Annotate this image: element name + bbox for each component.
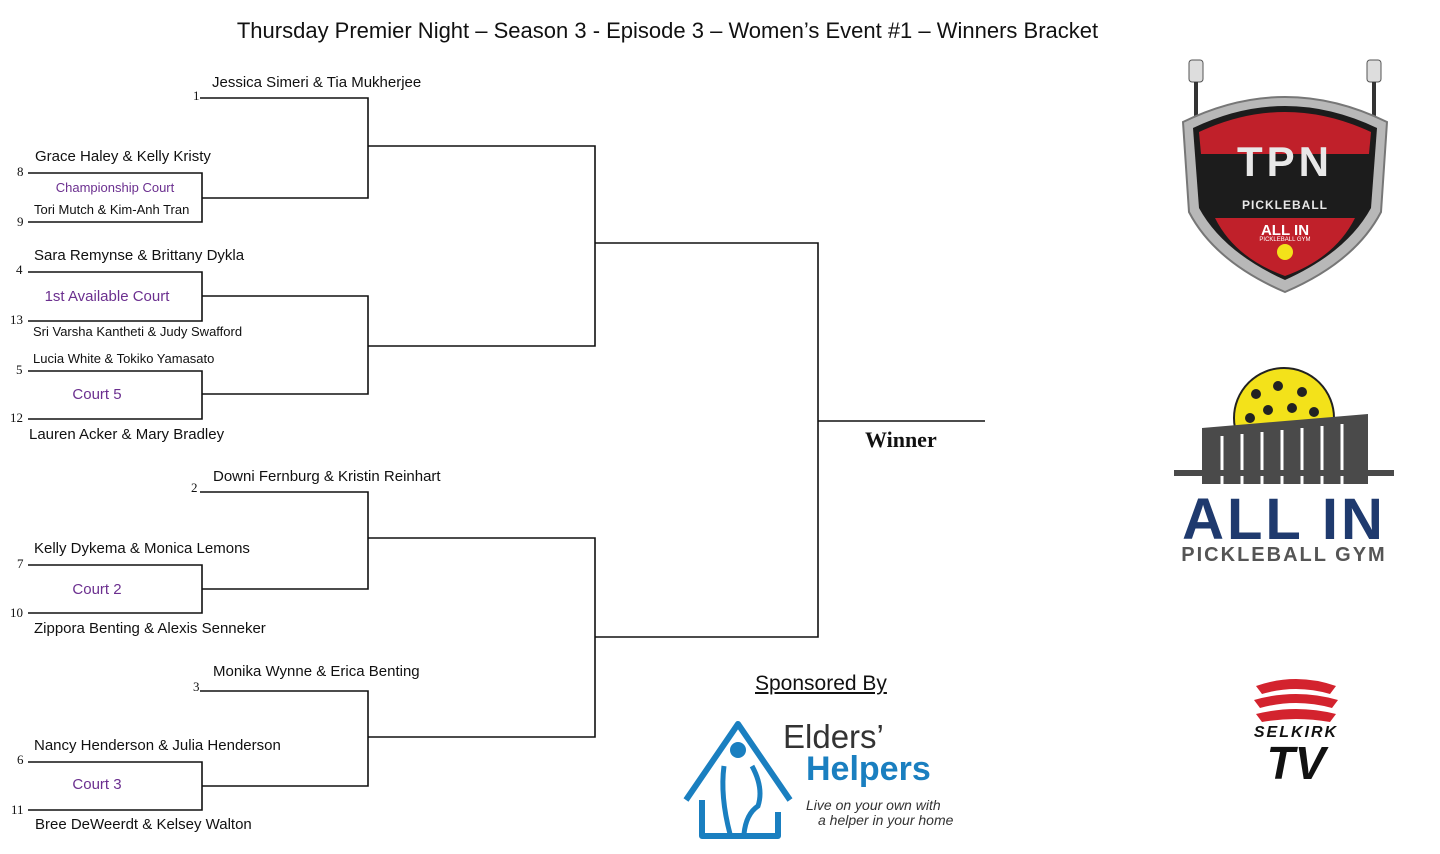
seed-11: 11 [11,802,24,817]
seed-12: 12 [10,410,23,425]
match-line-r2-top [200,97,369,199]
house-person-icon [683,721,793,839]
tpn-shield-icon [1181,59,1389,294]
selkirk-tv-logo: SELKIRK TV [1226,676,1366,789]
team-seed-13: Sri Varsha Kantheti & Judy Swafford [33,324,243,339]
bracket-lines [28,97,985,811]
match-line-sf-top [368,145,596,347]
pickleball-building-icon [1174,367,1394,484]
seed-1: 1 [193,88,200,103]
tpn-pickleball-logo: TPN PICKLEBALL ALL IN PICKLEBALL GYM [1175,52,1395,314]
winner-label: Winner [865,427,937,452]
sponsor-tagline-line1: Live on your own with [806,797,941,813]
bracket-title: Thursday Premier Night – Season 3 - Epis… [236,18,1099,43]
court-label-court-2: Court 2 [72,581,122,598]
seed-5: 5 [16,362,23,377]
seed-8: 8 [17,164,24,179]
seed-9: 9 [17,214,24,229]
match-line-r2-bottom [200,690,369,787]
seed-2: 2 [191,480,198,495]
elders-helpers-logo: Elders’ Helpers Live on your own with a … [680,716,965,840]
match-line-sf-bottom [368,537,596,738]
sponsor-name-line2: Helpers [806,750,931,788]
team-seed-1: Jessica Simeri & Tia Mukherjee [212,74,422,91]
selkirk-s-icon [1254,679,1338,722]
all-in-logo-text: ALL IN [1182,487,1386,552]
team-seed-7: Kelly Dykema & Monica Lemons [34,540,250,557]
court-label-court-5: Court 5 [72,386,122,403]
team-seed-6: Nancy Henderson & Julia Henderson [34,737,281,754]
sponsor-heading: Sponsored By [755,672,887,695]
selkirk-tv-text: TV [1266,737,1326,789]
seed-4: 4 [16,262,23,277]
team-seed-12: Lauren Acker & Mary Bradley [29,426,225,443]
seed-6: 6 [17,752,24,767]
team-seed-3: Monika Wynne & Erica Benting [213,663,420,680]
seed-10: 10 [10,605,23,620]
team-seed-4: Sara Remynse & Brittany Dykla [34,247,245,264]
tpn-logo-sub: PICKLEBALL [1242,198,1328,212]
match-line-r2-mid [202,295,369,395]
all-in-logo-sub: PICKLEBALL GYM [1181,544,1387,566]
selkirk-logo-text: SELKIRK [1253,724,1339,741]
match-line-final [595,242,819,638]
team-seed-11: Bree DeWeerdt & Kelsey Walton [35,816,252,833]
seed-13: 13 [10,312,23,327]
sponsor-name-line1: Elders’ [783,718,884,755]
seed-3: 3 [193,679,200,694]
court-label-court-3: Court 3 [72,776,122,793]
tpn-logo-badge-sub: PICKLEBALL GYM [1259,237,1311,243]
seed-7: 7 [17,556,24,571]
match-line-r2-low [200,491,369,590]
court-label-championship: Championship Court [55,180,175,195]
team-seed-2: Downi Fernburg & Kristin Reinhart [213,468,441,485]
team-seed-5: Lucia White & Tokiko Yamasato [33,351,215,366]
all-in-pickleball-gym-logo: ALL IN PICKLEBALL GYM [1172,364,1396,568]
tpn-logo-badge: ALL IN [1260,222,1310,239]
match-line-5-12 [28,370,203,420]
team-seed-8: Grace Haley & Kelly Kristy [35,148,211,165]
team-seed-10: Zippora Benting & Alexis Senneker [34,620,266,637]
tpn-logo-text: TPN [1237,138,1333,185]
team-seed-9: Tori Mutch & Kim-Anh Tran [34,202,190,217]
court-label-1st-available: 1st Available Court [44,288,170,305]
sponsor-tagline-line2: a helper in your home [818,812,954,828]
